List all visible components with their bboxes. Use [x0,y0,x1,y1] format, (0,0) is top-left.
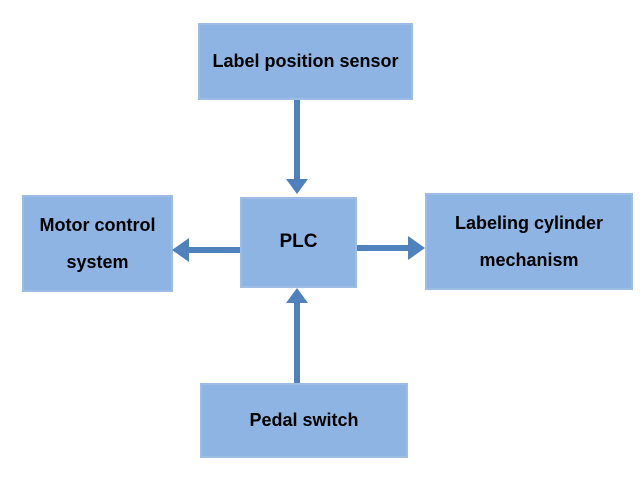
arrow-left-icon [172,238,189,262]
node-label-position-sensor: Label position sensor [198,23,413,100]
node-pedal-switch: Pedal switch [200,383,408,458]
node-plc: PLC [240,197,357,288]
node-label: PLC [279,231,318,253]
arrow-down-icon [286,179,308,194]
node-label: Label position sensor [212,51,399,72]
arrow-plc-to-cylinder-shaft [357,245,409,251]
arrow-up-icon [286,288,308,303]
arrow-plc-to-motor-shaft [189,247,240,253]
node-label: Motor control system [39,214,156,272]
arrow-sensor-to-plc-shaft [294,100,300,179]
node-label: Labeling cylinder mechanism [454,212,604,270]
arrow-pedal-to-plc-shaft [294,303,300,383]
node-label: Pedal switch [249,410,359,431]
node-motor-control-system: Motor control system [22,195,173,292]
arrow-right-icon [408,236,425,260]
node-labeling-cylinder-mechanism: Labeling cylinder mechanism [425,193,633,290]
